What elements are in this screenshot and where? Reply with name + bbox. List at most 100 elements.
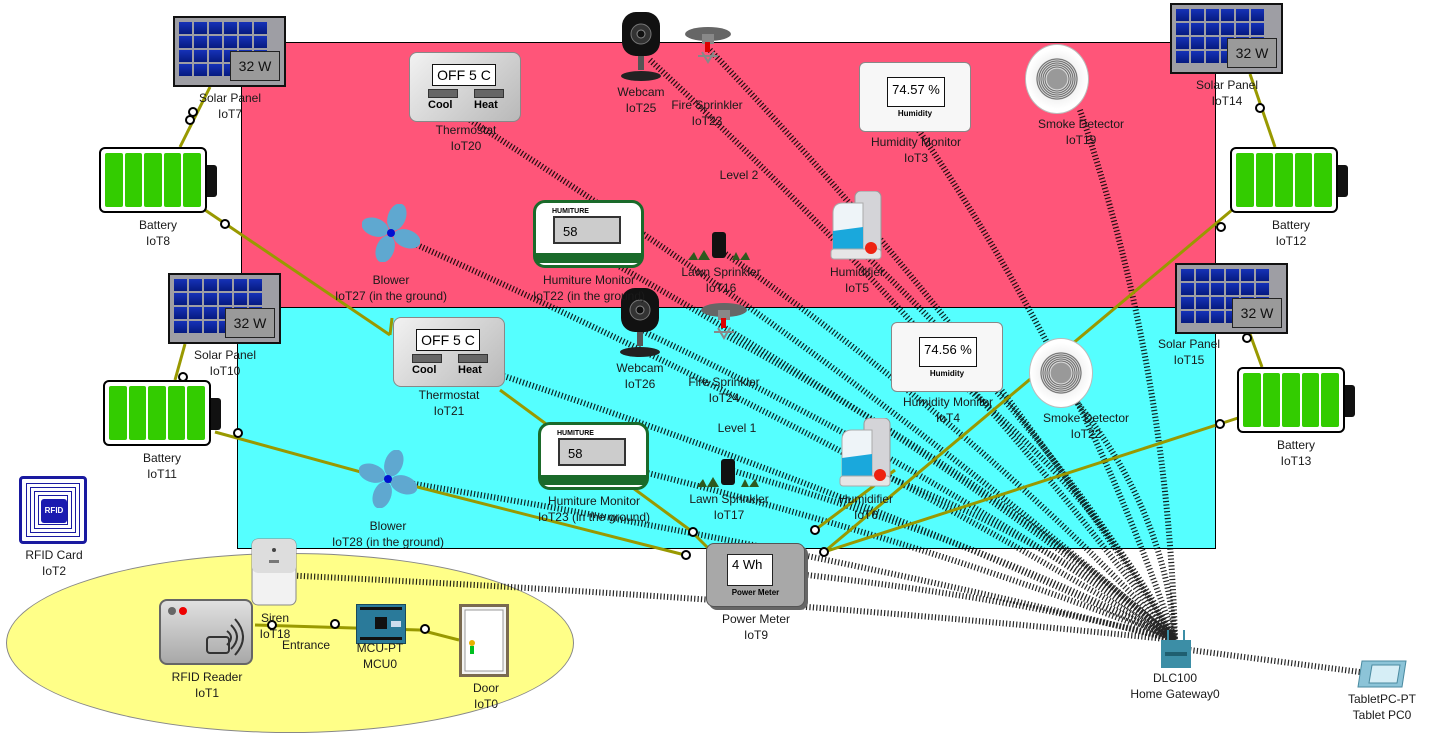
thermostat-iot20[interactable]: OFF 5 C Cool Heat <box>409 52 521 122</box>
smoke-detector-iot19[interactable] <box>1025 44 1089 114</box>
fire-sprinkler-iot24[interactable] <box>700 302 748 340</box>
link-endpoint <box>1216 222 1226 232</box>
webcam-iot25[interactable] <box>620 12 662 82</box>
solar-reading: 32 W <box>230 51 280 81</box>
link-endpoint <box>1215 419 1225 429</box>
humidity-display: 74.57 % <box>887 77 945 107</box>
fire-sprinkler-iot23[interactable] <box>684 26 732 64</box>
solar-reading: 32 W <box>225 308 275 338</box>
solar-reading: 32 W <box>1232 298 1282 328</box>
power-meter-display: 4 Wh <box>727 554 773 586</box>
humidifier-iot6[interactable] <box>838 417 894 488</box>
solar-panel-iot15[interactable]: 32 W <box>1175 263 1288 334</box>
webcam-icon <box>621 12 661 81</box>
mcu-board-mcu0[interactable] <box>356 604 406 644</box>
wireless-link <box>759 567 1176 643</box>
cool-button[interactable]: Cool <box>412 364 437 376</box>
link-endpoint <box>1242 333 1252 343</box>
solar-panel-iot14[interactable]: 32 W <box>1170 3 1283 74</box>
wired-link <box>1248 333 1264 368</box>
door-icon <box>464 609 504 672</box>
link-endpoint <box>819 547 829 557</box>
power-meter-iot9[interactable]: 4 Wh Power Meter <box>706 543 805 607</box>
siren-icon <box>251 538 297 606</box>
humiture-display: 58 <box>553 216 621 244</box>
heat-button[interactable]: Heat <box>458 364 482 376</box>
battery-iot11[interactable] <box>103 380 221 446</box>
webcam-iot26[interactable] <box>619 288 661 358</box>
battery-iot8[interactable] <box>99 147 217 213</box>
tablet-icon <box>1357 660 1407 688</box>
blower-iot27[interactable] <box>361 203 421 263</box>
lawn-sprinkler-icon <box>688 232 750 260</box>
humidifier-iot5[interactable] <box>829 190 885 261</box>
blower-iot28[interactable] <box>358 449 418 509</box>
battery-iot12[interactable] <box>1230 147 1348 213</box>
solar-panel-iot10[interactable]: 32 W <box>168 273 281 344</box>
lawn-sprinkler-icon <box>697 459 759 487</box>
lawn-sprinkler-iot16[interactable] <box>686 230 752 262</box>
tablet-pc0[interactable] <box>1356 659 1408 689</box>
lawn-sprinkler-iot17[interactable] <box>695 457 761 489</box>
rfid-card-iot2[interactable]: RFID <box>19 476 87 544</box>
thermostat-iot21[interactable]: OFF 5 C Cool Heat <box>393 317 505 387</box>
link-endpoint <box>188 107 198 117</box>
link-endpoint <box>220 219 230 229</box>
solar-reading: 32 W <box>1227 38 1277 68</box>
home-gateway-dlc100[interactable] <box>1159 630 1193 668</box>
microcontroller-icon <box>360 607 402 640</box>
humidity-monitor-iot4[interactable]: 74.56 % Humidity <box>891 322 1003 392</box>
heat-button[interactable]: Heat <box>474 99 498 111</box>
humidity-monitor-iot3[interactable]: 74.57 % Humidity <box>859 62 971 132</box>
cool-button[interactable]: Cool <box>428 99 453 111</box>
fire-sprinkler-icon <box>685 27 731 64</box>
solar-panel-iot7[interactable]: 32 W <box>173 16 286 87</box>
siren-iot18[interactable] <box>251 538 297 606</box>
humiture-monitor-iot23[interactable]: HUMITURE 58 <box>538 422 649 490</box>
link-endpoint <box>681 550 691 560</box>
gateway-icon <box>1161 630 1191 668</box>
zone-label-level-1: Level 1 <box>717 421 757 435</box>
battery-iot13[interactable] <box>1237 367 1355 433</box>
rfid-reader-iot1[interactable] <box>159 599 253 665</box>
smoke-detector-iot22[interactable] <box>1029 338 1093 408</box>
humidity-display: 74.56 % <box>919 337 977 367</box>
wired-link <box>173 343 187 381</box>
thermostat-display: OFF 5 C <box>432 64 496 86</box>
zone-label-level-2: Level 2 <box>719 168 759 182</box>
humiture-monitor-iot22[interactable]: HUMITURE 58 <box>533 200 644 268</box>
webcam-icon <box>620 288 660 357</box>
fan-icon <box>358 449 418 509</box>
door-iot0[interactable] <box>459 604 509 677</box>
thermostat-display: OFF 5 C <box>416 329 480 351</box>
